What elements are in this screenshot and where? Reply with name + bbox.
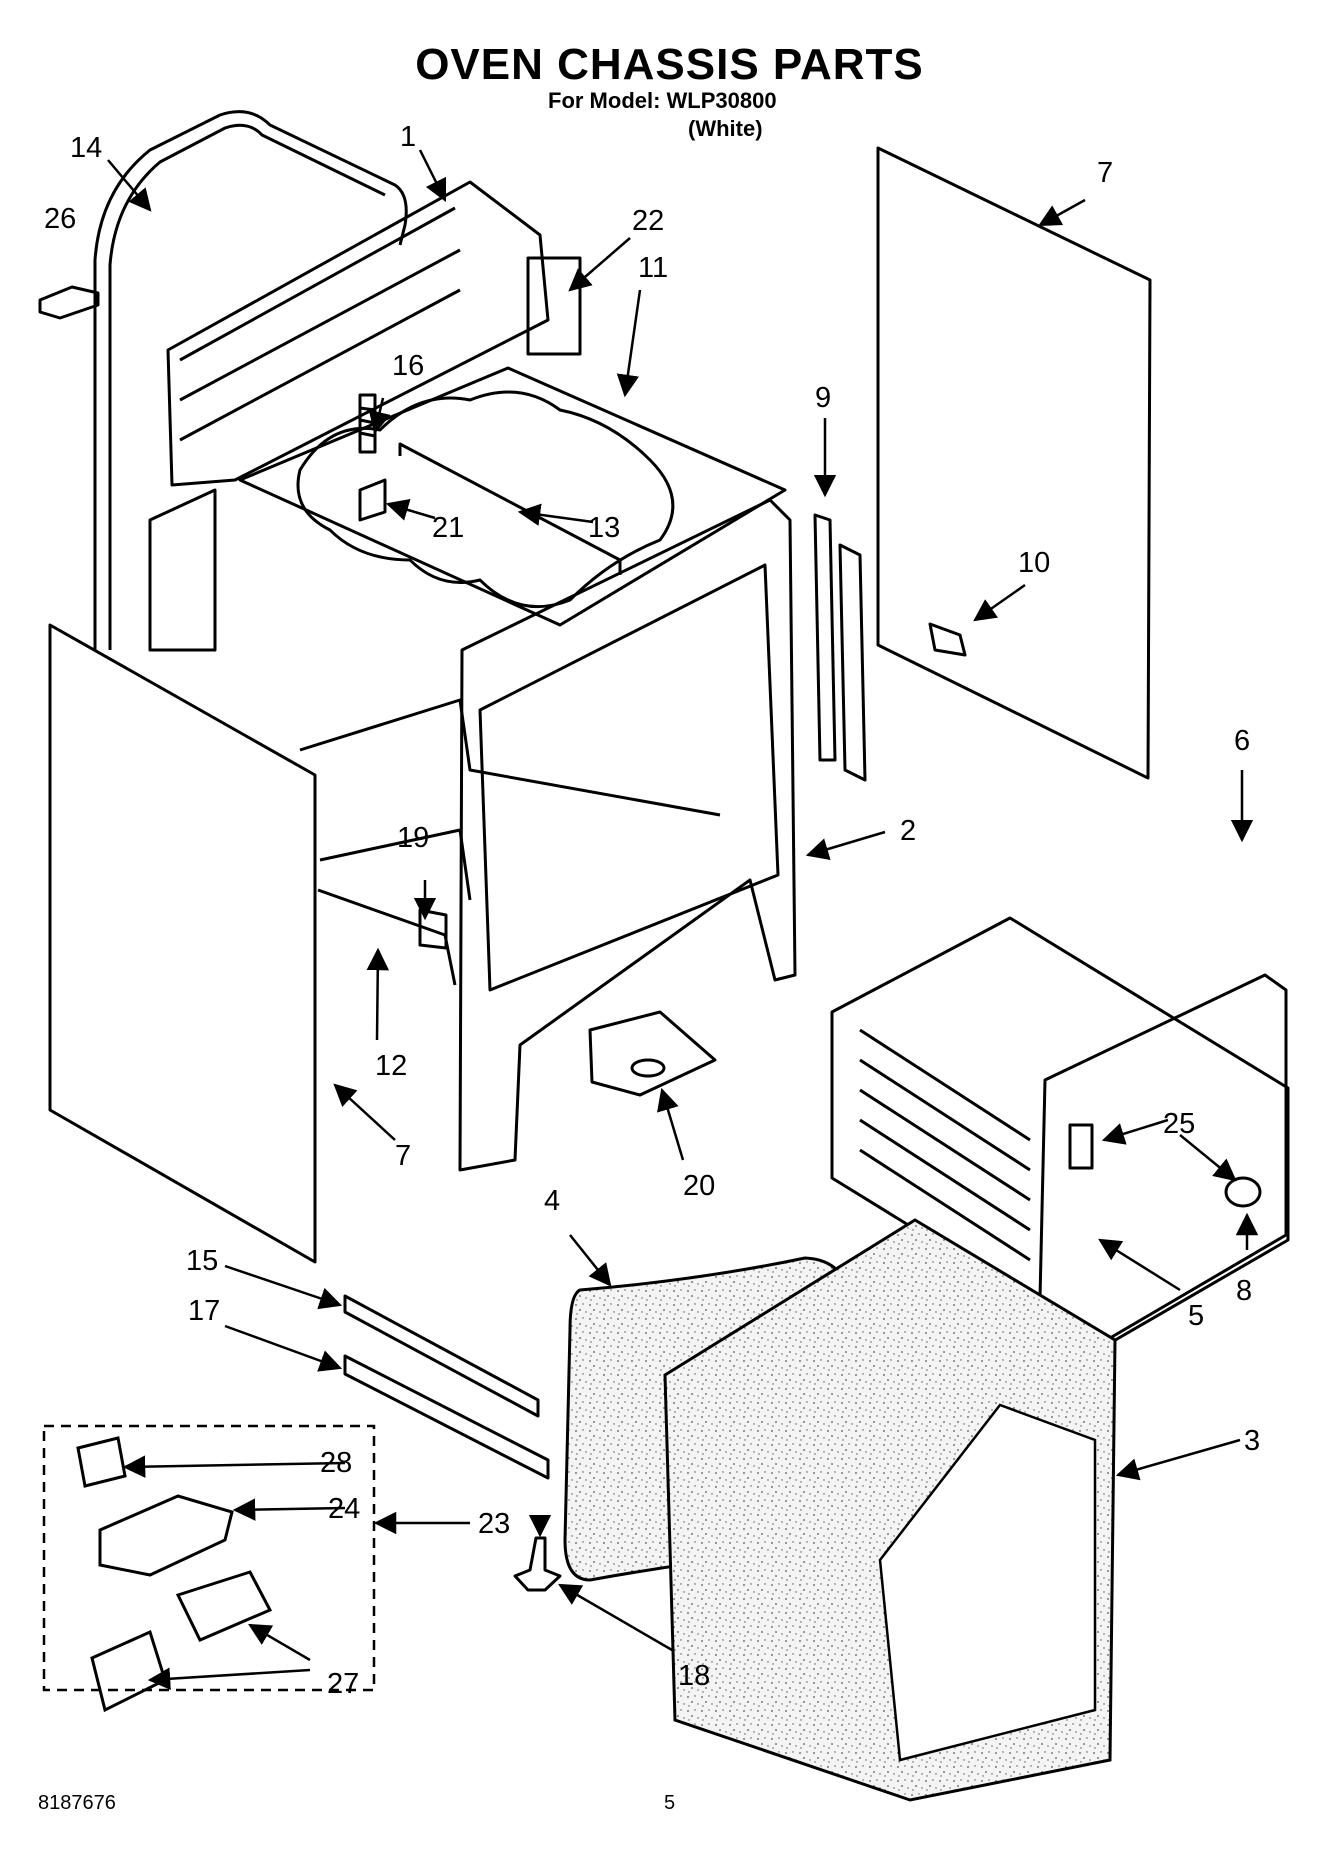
part-9-strip: [813, 513, 867, 782]
part-18-leveling-leg: [513, 1536, 562, 1592]
callout-17: 17: [188, 1295, 220, 1327]
part-19-bracket: [418, 908, 448, 950]
callout-21: 21: [432, 512, 464, 544]
part-8-plug: [1224, 1176, 1262, 1208]
callout-6: 6: [1234, 725, 1250, 757]
callout-9: 9: [815, 382, 831, 414]
callout-13: 13: [588, 512, 620, 544]
callout-24: 24: [328, 1493, 360, 1525]
callout-7-right: 7: [1097, 157, 1113, 189]
document-number: 8187676: [38, 1792, 116, 1814]
callout-15: 15: [186, 1245, 218, 1277]
part-20-vent-cap: [588, 1010, 717, 1097]
callout-23: 23: [478, 1508, 510, 1540]
part-14-rear-frame: [93, 110, 408, 650]
callout-28: 28: [320, 1447, 352, 1479]
callout-18: 18: [678, 1660, 710, 1692]
callout-1: 1: [400, 121, 416, 153]
callout-20: 20: [683, 1170, 715, 1202]
callout-25: 25: [1163, 1108, 1195, 1140]
part-13-rod: [398, 442, 622, 575]
callout-3: 3: [1244, 1425, 1260, 1457]
part-12-base-rail: [317, 888, 457, 986]
callout-5: 5: [1188, 1300, 1204, 1332]
callout-2: 2: [900, 815, 916, 847]
part-16-spring: [358, 393, 377, 454]
part-5-oven-cavity: [830, 916, 1290, 1348]
callout-4: 4: [544, 1185, 560, 1217]
kit-box-23: [42, 1424, 376, 1692]
callout-7-left: 7: [395, 1140, 411, 1172]
callout-27: 27: [327, 1668, 359, 1700]
callout-19: 19: [397, 822, 429, 854]
callout-12: 12: [375, 1050, 407, 1082]
part-1-rear-panel: [166, 180, 550, 487]
part-7-side-panel-right: [876, 146, 1152, 780]
callout-10: 10: [1018, 547, 1050, 579]
page-number: 5: [664, 1792, 676, 1814]
part-17-rail: [343, 1354, 550, 1480]
part-21-clip: [358, 478, 387, 522]
page-title: OVEN CHASSIS PARTS: [415, 40, 924, 89]
callout-11: 11: [638, 252, 668, 284]
part-10-knob: [928, 622, 967, 657]
model-number: For Model: WLP30800: [548, 88, 777, 113]
callout-26: 26: [44, 203, 76, 235]
part-11-top-frame: [238, 366, 787, 627]
part-25-fitting: [1068, 1123, 1094, 1170]
part-26-clip: [38, 285, 100, 320]
part-7-side-panel-left: [48, 623, 317, 1264]
part-28-switch: [76, 1436, 127, 1488]
part-15-rail: [343, 1294, 540, 1418]
callout-8: 8: [1236, 1275, 1252, 1307]
part-24-bracket: [98, 1494, 234, 1577]
part-2-front-frame: [458, 498, 797, 1172]
callout-22: 22: [632, 205, 664, 237]
part-22-bracket: [526, 256, 582, 356]
part-27-block: [175, 1570, 273, 1642]
callout-16: 16: [392, 350, 424, 382]
callout-14: 14: [70, 132, 102, 164]
color-variant: (White): [688, 116, 763, 141]
